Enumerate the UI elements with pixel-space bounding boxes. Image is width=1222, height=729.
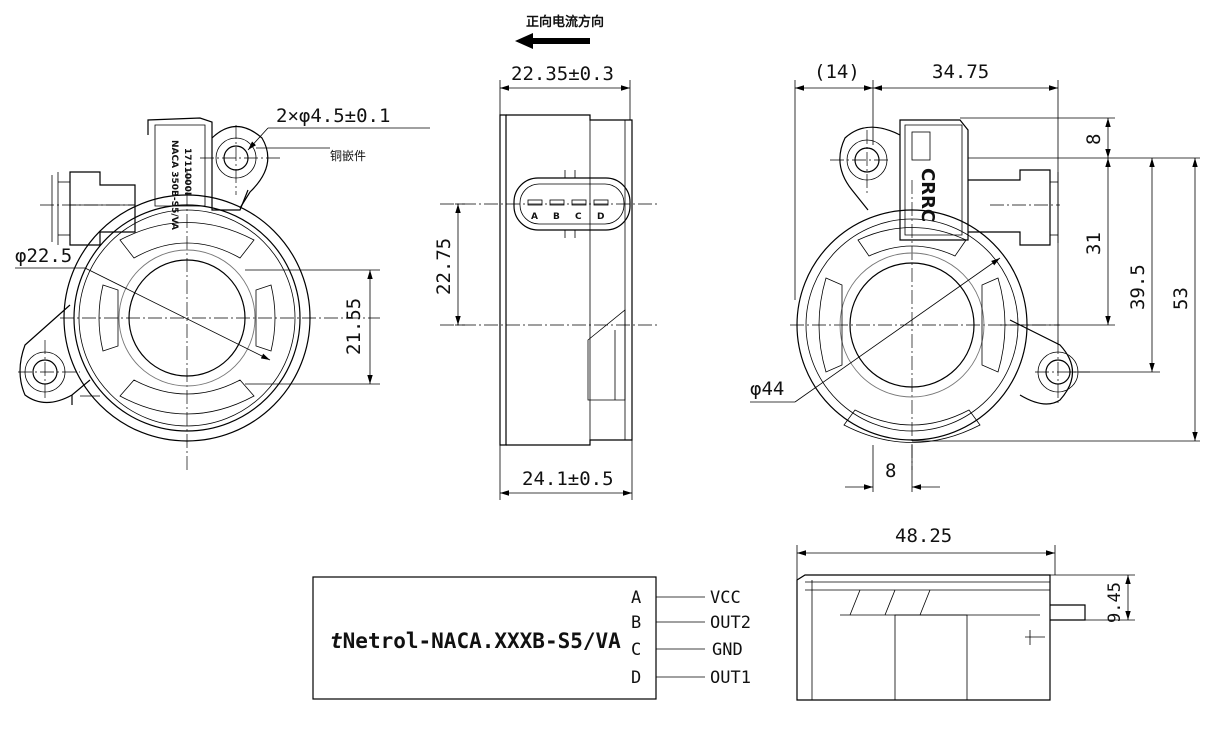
hole-spec-label: 2×φ4.5±0.1 xyxy=(276,105,390,127)
side-pin-b: B xyxy=(553,212,560,222)
rear-dim-53-label: 53 xyxy=(1170,287,1192,310)
model-prefix: t xyxy=(330,629,343,653)
label-box: tNetrol-NACA.XXXB-S5/VA A B C D VCC OUT2… xyxy=(312,576,751,700)
model-text: Netrol-NACA.XXXB-S5/VA xyxy=(343,629,622,653)
rear-view: CRRC (14) 34.75 8 31 39.5 53 xyxy=(750,61,1200,492)
front-marking-line-2: 1711000I xyxy=(182,148,192,195)
front-marking-line-1: NACA 350B-S5/VA xyxy=(169,140,179,230)
pin-signal-out1: OUT1 xyxy=(710,668,751,688)
pin-letter-c: C xyxy=(631,640,641,660)
side-width-bottom-label: 24.1±0.5 xyxy=(522,468,614,490)
pin-signal-out2: OUT2 xyxy=(710,613,751,633)
rear-dim-8-bottom-label: 8 xyxy=(885,460,896,482)
bottom-dim-width-label: 48.25 xyxy=(895,525,952,547)
rear-dim-39-5-label: 39.5 xyxy=(1127,264,1149,310)
current-direction-arrow-icon xyxy=(515,33,590,49)
pin-signal-vcc: VCC xyxy=(710,588,741,608)
pin-letter-b: B xyxy=(631,613,641,633)
side-pin-d: D xyxy=(597,212,604,222)
side-pin-c: C xyxy=(575,212,582,222)
pin-letter-d: D xyxy=(631,668,641,688)
rear-outer-dia-label: φ44 xyxy=(750,378,784,400)
aperture-height-label: 21.55 xyxy=(343,298,365,355)
current-direction-label: 正向电流方向 xyxy=(526,14,604,30)
rear-dim-offset-label: (14) xyxy=(814,61,860,83)
bottom-view: 48.25 9.45 xyxy=(796,525,1135,701)
pin-signal-gnd: GND xyxy=(712,640,743,660)
side-view: A B C D 22.35±0.3 24.1±0.5 22.75 xyxy=(433,63,660,500)
bottom-dim-height-label: 9.45 xyxy=(1105,582,1125,623)
side-pin-a: A xyxy=(531,212,538,222)
rear-dim-width-label: 34.75 xyxy=(932,61,989,83)
insert-note-label: 铜嵌件 xyxy=(330,148,366,163)
current-direction-indicator: 正向电流方向 xyxy=(515,14,604,49)
rear-logo-text: CRRC xyxy=(917,168,938,222)
model-label: tNetrol-NACA.XXXB-S5/VA xyxy=(330,629,621,653)
front-view: NACA 350B-S5/VA 1711000I 2×φ4.5±0.1 铜嵌件 … xyxy=(15,105,430,470)
aperture-dia-label: φ22.5 xyxy=(15,245,72,267)
rear-dim-31-label: 31 xyxy=(1083,232,1105,255)
side-width-top-label: 22.35±0.3 xyxy=(511,63,614,85)
side-connector-height-label: 22.75 xyxy=(433,238,455,295)
rear-dim-8-top-label: 8 xyxy=(1083,134,1105,145)
pin-letter-a: A xyxy=(631,588,641,608)
